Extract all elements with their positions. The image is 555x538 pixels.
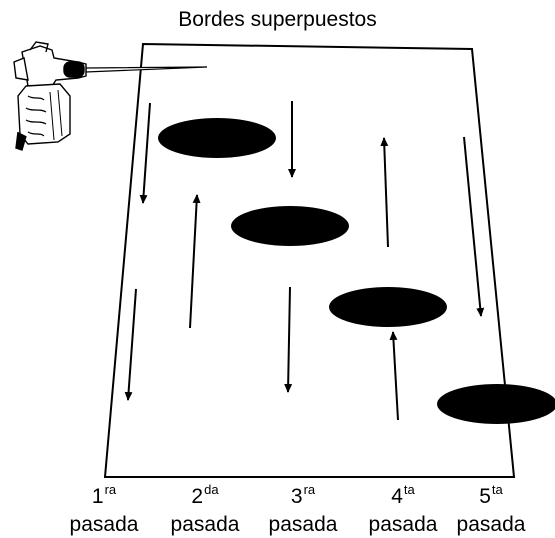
- pass-label-4: 4ta pasada: [368, 482, 438, 536]
- pass-label-1: 1ra pasada: [69, 482, 139, 536]
- pass-label-3: 3ra pasada: [268, 482, 338, 536]
- pass-label-2: 2da pasada: [170, 482, 240, 536]
- pass-3-arrow: [284, 286, 293, 393]
- overlap-ellipse: [158, 118, 276, 158]
- spray-fan: [85, 66, 208, 73]
- diagram-title: Bordes superpuestos: [178, 8, 377, 31]
- overlap-ellipse: [437, 384, 555, 424]
- spray-gun-icon: [13, 41, 87, 151]
- pass-4-arrow: [389, 331, 399, 421]
- overlap-ellipse: [231, 206, 349, 246]
- pass-2-arrow: [189, 194, 201, 329]
- pass-4-arrow: [380, 137, 389, 248]
- pass-1-arrow: [124, 288, 137, 401]
- pass-5-arrow: [463, 136, 485, 317]
- pass-label-5: 5ta pasada: [456, 482, 526, 536]
- overlap-ellipse: [329, 287, 447, 327]
- pass-1-arrow: [139, 102, 151, 204]
- surface-panel: [103, 42, 516, 478]
